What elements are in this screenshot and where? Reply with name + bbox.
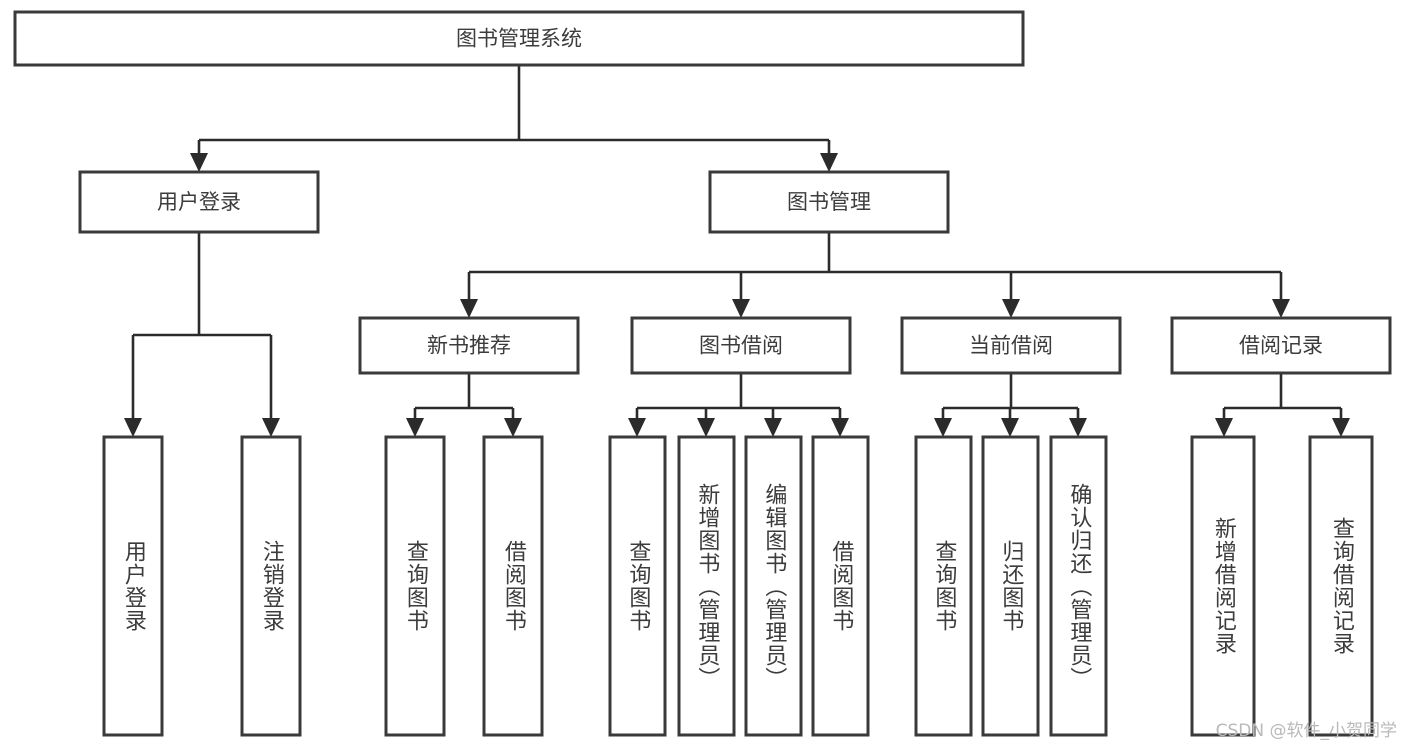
current-borrow-to-leaves-arrow-0 (934, 418, 952, 437)
borrow-to-leaves-arrow-1 (697, 418, 715, 437)
node-label-图书借阅: 图书借阅 (699, 334, 783, 358)
node-label-用户登录: 用户登录 (157, 190, 241, 214)
node-box-当前借阅[interactable] (900, 316, 1122, 375)
node-box-归还图书[interactable] (981, 435, 1040, 737)
node-box-新增图书管理员[interactable] (677, 435, 736, 737)
connectors-layer (124, 65, 1350, 437)
book-mgmt-to-level3-arrow-3 (1272, 299, 1290, 318)
node-box-注销登录[interactable] (240, 435, 302, 737)
node-box-确认归还管理员[interactable] (1049, 435, 1108, 737)
node-box-用户登录[interactable] (102, 435, 164, 737)
node-box-新增借阅记录[interactable] (1190, 435, 1256, 737)
root-to-level2-arrow-0 (190, 153, 208, 172)
node-box-借阅图书[interactable] (482, 435, 544, 737)
node-box-图书管理[interactable] (708, 170, 950, 234)
node-box-查询图书[interactable] (914, 435, 973, 737)
node-box-查询借阅记录[interactable] (1308, 435, 1374, 737)
node-box-查询图书[interactable] (384, 435, 446, 737)
records-to-leaves-arrow-0 (1215, 418, 1233, 437)
node-box-新书推荐[interactable] (358, 316, 580, 375)
node-label-借阅记录: 借阅记录 (1239, 334, 1323, 358)
borrow-to-leaves-arrow-0 (628, 418, 646, 437)
node-box-编辑图书管理员[interactable] (744, 435, 803, 737)
book-mgmt-to-level3-arrow-2 (1002, 299, 1020, 318)
current-borrow-to-leaves-arrow-2 (1069, 418, 1087, 437)
node-box-借阅图书[interactable] (811, 435, 870, 737)
book-mgmt-to-level3-arrow-1 (732, 299, 750, 318)
node-label-图书管理: 图书管理 (787, 190, 871, 214)
node-box-借阅记录[interactable] (1170, 316, 1392, 375)
node-label-当前借阅: 当前借阅 (969, 334, 1053, 358)
book-mgmt-to-level3-arrow-0 (460, 299, 478, 318)
new-book-to-leaves-arrow-1 (504, 418, 522, 437)
node-label-图书管理系统: 图书管理系统 (456, 27, 582, 51)
node-box-图书借阅[interactable] (630, 316, 852, 375)
node-label-新书推荐: 新书推荐 (427, 334, 511, 358)
borrow-to-leaves-arrow-3 (831, 418, 849, 437)
records-to-leaves-arrow-1 (1332, 418, 1350, 437)
user-login-to-leaves-arrow-1 (262, 418, 280, 437)
node-box-图书管理系统[interactable] (13, 10, 1025, 67)
borrow-to-leaves-arrow-2 (764, 418, 782, 437)
user-login-to-leaves-arrow-0 (124, 418, 142, 437)
current-borrow-to-leaves-arrow-1 (1001, 418, 1019, 437)
node-box-查询图书[interactable] (608, 435, 667, 737)
root-to-level2-arrow-1 (820, 153, 838, 172)
new-book-to-leaves-arrow-0 (406, 418, 424, 437)
node-box-用户登录[interactable] (78, 170, 320, 234)
